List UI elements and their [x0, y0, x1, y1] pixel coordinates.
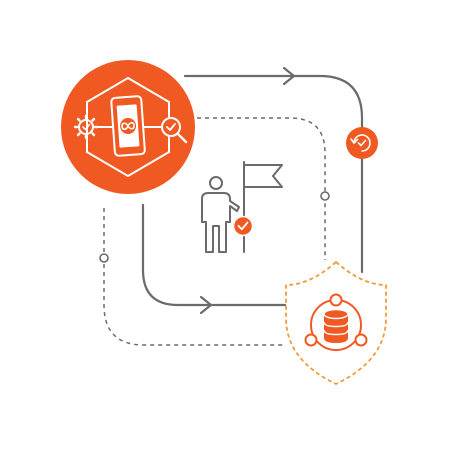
bottom-arrow-head: [199, 295, 213, 315]
left-dashed-line: [103, 208, 285, 346]
hexagon-phone-infinity-icon: [61, 60, 195, 194]
person-with-flag-icon: [201, 161, 283, 253]
magnifier-check-icon: [144, 117, 188, 144]
person-head: [209, 176, 223, 190]
top-arrow-head: [282, 66, 296, 86]
inner-dashed-loop: [99, 117, 330, 346]
shield-database-network-icon: [285, 261, 387, 385]
infinity-icon: [121, 121, 135, 131]
check-badge-icon: [232, 215, 254, 237]
flag: [243, 164, 283, 188]
network-node-right: [354, 333, 368, 347]
network-node-top: [329, 293, 343, 307]
left-connector-dot: [99, 253, 109, 263]
top-connector-line: [183, 74, 364, 274]
phone-icon: [110, 95, 146, 157]
person-body: [201, 192, 240, 253]
hexagon-outline: [86, 76, 170, 178]
network-node-left: [304, 333, 318, 347]
inner-dashed-rect: [197, 117, 326, 260]
database-icon: [323, 308, 349, 343]
gear-check-icon: [73, 114, 112, 140]
refresh-check-icon: [346, 127, 378, 159]
outer-loop: [141, 66, 364, 315]
right-connector-dot: [320, 191, 330, 201]
bottom-connector-line: [141, 203, 297, 307]
